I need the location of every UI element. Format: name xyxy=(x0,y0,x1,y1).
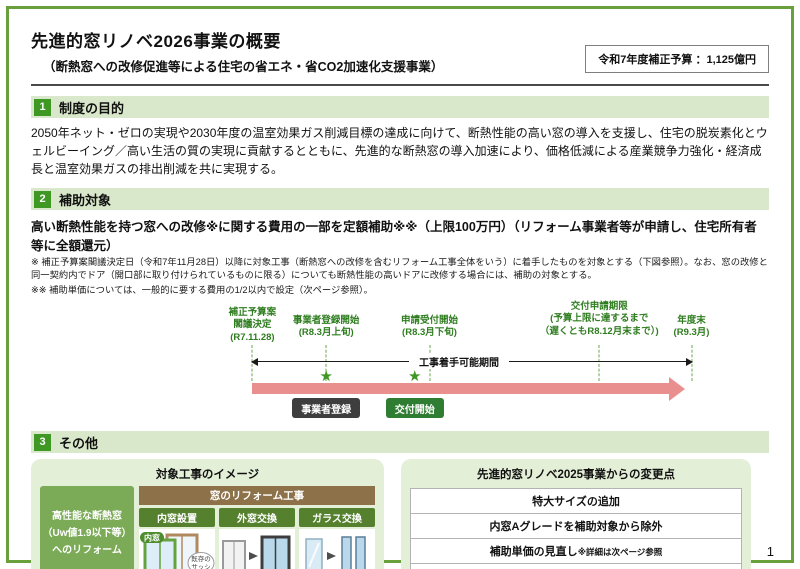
page-header: 先進的窓リノベ2026事業の概要 （断熱窓への改修促進等による住宅の省エネ・省C… xyxy=(31,27,769,75)
outer-window-illustration xyxy=(222,535,291,569)
outer-window-column: 外窓交換 xyxy=(219,508,295,569)
subsidy-note-1: ※ 補正予算案閣議決定日（令和7年11月28日）以降に対象工事（断熱窓への改修を… xyxy=(31,257,768,281)
milestone-line: (予算上限に達するまで xyxy=(550,313,649,325)
timeline-milestone-cabinet-decision: 補正予算案 閣議決定 (R7.11.28) xyxy=(229,307,277,344)
inner-window-column-header: 内窓設置 xyxy=(139,508,215,528)
label-line: （Uw値1.9以下等） xyxy=(42,528,132,540)
inner-window-callout-bubble xyxy=(140,532,164,544)
timeline-pink-arrowhead-icon xyxy=(668,376,685,401)
change-row: 内窓Aグレードを補助対象から除外 xyxy=(411,514,741,540)
construction-period-label: 工事着手可能期間 xyxy=(409,354,510,370)
section-other-header: 3 その他 xyxy=(31,431,769,454)
glass-replace-art xyxy=(299,529,375,569)
existing-sash-callout-text: サッシ xyxy=(191,563,211,569)
section-number-badge: 2 xyxy=(34,190,51,208)
reform-method-columns: 内窓設置 内窓 xyxy=(139,508,375,569)
window-reform-header: 窓のリフォーム工事 xyxy=(139,486,375,506)
page-subtitle: （断熱窓への改修促進等による住宅の省エネ・省CO2加速化支援事業） xyxy=(43,60,444,74)
changes-box-title: 先進的窓リノベ2025事業からの変更点 xyxy=(476,469,676,482)
other-section-boxes: 対象工事のイメージ 高性能な断熱窓 （Uw値1.9以下等） へのリフォーム 窓の… xyxy=(31,459,769,569)
milestone-line: 事業者登録開始 xyxy=(292,315,360,327)
label-line: 高性能な断熱窓 xyxy=(52,511,122,523)
label-line: へのリフォーム xyxy=(52,545,122,557)
budget-box: 令和7年度補正予算 ：1,125億円 xyxy=(585,45,769,73)
milestone-line: 申請受付開始 xyxy=(401,315,459,327)
changes-box: 先進的窓リノベ2025事業からの変更点 特大サイズの追加 内窓Aグレードを補助対… xyxy=(401,459,751,569)
change-note: ※詳細は次ページ参照 xyxy=(577,547,663,558)
title-block: 先進的窓リノベ2026事業の概要 （断熱窓への改修促進等による住宅の省エネ・省C… xyxy=(31,27,443,75)
timeline-milestone-application-start: 申請受付開始 (R8.3月下旬) xyxy=(401,315,458,340)
change-row: 補助単価の見直し※詳細は次ページ参照 xyxy=(411,539,741,565)
glass-replace-column-header: ガラス交換 xyxy=(299,508,375,528)
milestone-line: 交付申請期限 xyxy=(570,301,628,313)
milestone-line: 閣議決定 xyxy=(233,319,272,331)
page-content: 先進的窓リノベ2026事業の概要 （断熱窓への改修促進等による住宅の省エネ・省C… xyxy=(31,27,769,569)
timeline-guide-line xyxy=(598,345,600,382)
section-purpose-header: 1 制度の目的 xyxy=(31,96,769,118)
inner-window-illustration: 内窓 既存の サッシ xyxy=(140,532,215,569)
change-text: 内窓Aグレードを補助対象から除外 xyxy=(489,521,663,534)
reform-diagram: 高性能な断熱窓 （Uw値1.9以下等） へのリフォーム 窓のリフォーム工事 内窓… xyxy=(40,486,375,569)
section-other-title: その他 xyxy=(59,435,99,451)
section-purpose-title: 制度の目的 xyxy=(59,100,125,116)
double-glass-pane-shape xyxy=(355,536,366,569)
glass-replace-illustration xyxy=(305,536,366,569)
timeline-milestone-registration-start: 事業者登録開始 (R8.3月上旬) xyxy=(293,315,360,340)
double-glass-pane-shape xyxy=(341,536,352,569)
inner-window-callout-text: 内窓 xyxy=(144,533,160,543)
existing-sash-callout-bubble xyxy=(187,552,215,569)
milestone-line: 補正予算案 xyxy=(228,307,277,319)
outer-window-art xyxy=(219,529,295,569)
page-title: 先進的窓リノベ2026事業の概要 xyxy=(31,32,281,51)
star-icon: ★ xyxy=(408,368,422,386)
purpose-body-text: 2050年ネット・ゼロの実現や2030年度の温室効果ガス削減目標の達成に向けて、… xyxy=(31,126,768,176)
section-subsidy-title: 補助対象 xyxy=(59,192,112,208)
header-divider xyxy=(31,84,769,86)
timeline-milestone-fiscal-year-end: 年度末 (R9.3月) xyxy=(674,315,710,340)
arrow-right-icon xyxy=(249,552,258,561)
change-text: 特大サイズの追加 xyxy=(532,496,620,509)
page-number: 1 xyxy=(766,544,774,559)
arrow-right-icon xyxy=(327,552,336,561)
subsidy-note-2: ※※ 補助単価については、一般的に要する費用の1/2以内で設定（次ページ参照）。 xyxy=(31,285,373,296)
subsidy-body-text: 高い断熱性能を持つ窓への改修※に関する費用の一部を定額補助※※（上限100万円）… xyxy=(31,220,757,253)
milestone-date: (R9.3月) xyxy=(673,327,710,339)
milestone-date: (R7.11.28) xyxy=(230,331,275,343)
milestone-date: (R8.3月上旬) xyxy=(298,327,354,339)
change-row: その他※追って更新 xyxy=(411,564,741,569)
change-row: 特大サイズの追加 xyxy=(411,489,741,515)
change-text: 補助単価の見直し xyxy=(489,546,578,559)
reform-work-area: 窓のリフォーム工事 内窓設置 xyxy=(139,486,375,569)
timeline-pink-bar xyxy=(252,383,670,395)
inner-window-column: 内窓設置 内窓 xyxy=(139,508,215,569)
glass-replace-column: ガラス交換 xyxy=(299,508,375,569)
changes-table: 特大サイズの追加 内窓Aグレードを補助対象から除外 補助単価の見直し※詳細は次ペ… xyxy=(410,488,742,569)
outer-window-column-header: 外窓交換 xyxy=(219,508,295,528)
high-performance-window-label: 高性能な断熱窓 （Uw値1.9以下等） へのリフォーム xyxy=(40,486,134,569)
section-number-badge: 3 xyxy=(34,433,51,451)
timeline-milestone-application-deadline: 交付申請期限 (予算上限に達するまで （遅くともR8.12月末まで）) xyxy=(540,301,659,338)
target-works-title: 対象工事のイメージ xyxy=(155,469,260,482)
grant-start-badge: 交付開始 xyxy=(385,398,444,419)
milestone-line: （遅くともR8.12月末まで）) xyxy=(539,325,659,337)
inner-window-art: 内窓 既存の サッシ xyxy=(139,529,215,569)
milestone-date: (R8.3月下旬) xyxy=(402,327,457,339)
existing-sash-callout-text: 既存の xyxy=(191,554,211,563)
section-subsidy-header: 2 補助対象 xyxy=(31,188,769,210)
business-registration-badge: 事業者登録 xyxy=(292,398,361,419)
star-icon: ★ xyxy=(319,368,333,386)
section-number-badge: 1 xyxy=(34,98,51,116)
schedule-timeline: 補正予算案 閣議決定 (R7.11.28) 事業者登録開始 (R8.3月上旬) … xyxy=(31,299,769,421)
timeline-guide-line xyxy=(325,345,327,382)
target-works-box: 対象工事のイメージ 高性能な断熱窓 （Uw値1.9以下等） へのリフォーム 窓の… xyxy=(31,459,384,569)
milestone-line: 年度末 xyxy=(677,315,706,327)
